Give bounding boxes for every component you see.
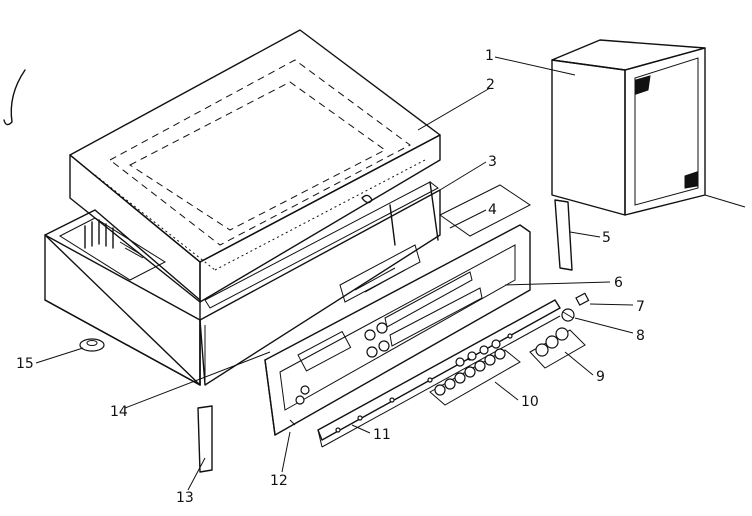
callout-13: 13 bbox=[176, 490, 194, 506]
callout-5: 5 bbox=[602, 230, 611, 246]
callout-3: 3 bbox=[488, 154, 497, 170]
callout-12: 12 bbox=[270, 473, 288, 489]
speaker-side-strip bbox=[554, 199, 573, 271]
callout-15: 15 bbox=[16, 356, 34, 372]
callout-6: 6 bbox=[614, 275, 623, 291]
callout-14: 14 bbox=[110, 404, 128, 420]
callout-4: 4 bbox=[488, 202, 497, 218]
cabinet bbox=[44, 181, 441, 386]
callout-9: 9 bbox=[596, 369, 605, 385]
callout-10: 10 bbox=[521, 394, 539, 410]
panel-bracket bbox=[439, 184, 531, 237]
speaker-enclosure bbox=[551, 39, 746, 216]
large-knobs bbox=[529, 327, 586, 369]
knob-group bbox=[429, 339, 521, 406]
small-knob bbox=[561, 308, 575, 322]
foot bbox=[79, 338, 105, 352]
callout-11: 11 bbox=[373, 427, 391, 443]
callout-1: 1 bbox=[485, 48, 494, 64]
callout-8: 8 bbox=[636, 328, 645, 344]
leader-lines bbox=[35, 56, 634, 491]
side-bracket bbox=[197, 405, 213, 473]
callout-2: 2 bbox=[486, 77, 495, 93]
front-panel bbox=[264, 224, 531, 436]
lower-trim-strip bbox=[317, 299, 561, 448]
dust-cover bbox=[69, 29, 441, 303]
stray-mark bbox=[3, 69, 26, 126]
callout-7: 7 bbox=[636, 299, 645, 315]
tiny-knob bbox=[575, 292, 590, 306]
